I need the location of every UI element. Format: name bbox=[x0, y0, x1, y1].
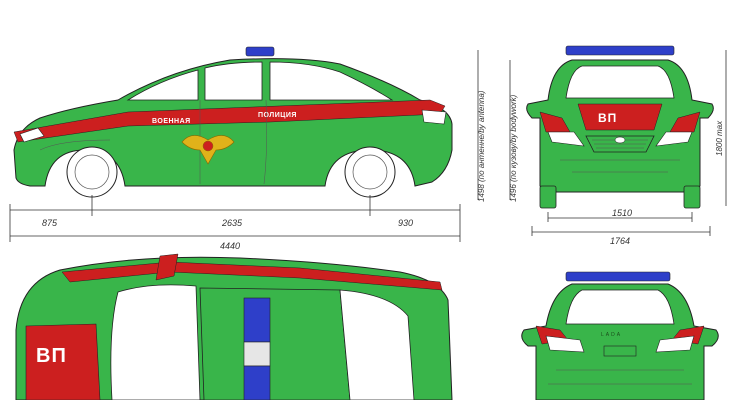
top-roof bbox=[199, 287, 351, 401]
side-window-front bbox=[126, 69, 199, 101]
side-text-policiya: ПОЛИЦИЯ bbox=[258, 112, 297, 119]
top-badge: ВП bbox=[36, 345, 67, 367]
front-tire-left bbox=[539, 185, 557, 209]
rear-view: LADA bbox=[521, 271, 719, 401]
rear-brand-text: LADA bbox=[601, 332, 622, 338]
dim-length: 4440 bbox=[220, 241, 240, 251]
front-beacon bbox=[565, 45, 675, 56]
side-view: ВОЕННАЯ ПОЛИЦИЯ bbox=[13, 46, 453, 198]
dim-front-overhang: 875 bbox=[42, 218, 58, 228]
front-headlight-right bbox=[655, 131, 693, 147]
rear-beacon bbox=[565, 271, 671, 282]
side-headlight bbox=[19, 127, 45, 143]
side-window-middle bbox=[204, 61, 263, 101]
rear-bumper-lines bbox=[548, 369, 692, 385]
rear-taillight-left bbox=[545, 335, 585, 353]
front-bumper-lines bbox=[560, 159, 680, 173]
side-wheel-rear bbox=[344, 146, 396, 198]
dim-track: 1510 bbox=[612, 208, 632, 218]
side-text-voennaya: ВОЕННАЯ bbox=[152, 118, 191, 125]
front-badge: ВП bbox=[598, 111, 617, 125]
dim-height-body: 1496 (по кузову/by bodywork) bbox=[509, 94, 518, 202]
top-mirror-stripe bbox=[155, 253, 179, 281]
dim-height-max: 1800 max bbox=[715, 120, 724, 156]
eagle-emblem-icon bbox=[181, 135, 235, 165]
front-logo-icon bbox=[614, 136, 626, 144]
rear-taillight-right bbox=[655, 335, 695, 353]
side-body-line bbox=[39, 139, 111, 151]
side-wheel-front bbox=[66, 146, 118, 198]
top-beacon bbox=[243, 297, 271, 401]
dim-height-antenna: 1498 (по антенне/by antenna) bbox=[477, 90, 486, 202]
rear-plate-recess bbox=[603, 345, 637, 357]
side-window-rear bbox=[269, 61, 394, 101]
front-view: ВП bbox=[526, 45, 714, 209]
top-view: ВП bbox=[15, 253, 453, 401]
front-headlight-left bbox=[547, 131, 585, 147]
dim-width: 1764 bbox=[610, 236, 630, 246]
front-tire-right bbox=[683, 185, 701, 209]
side-beacon bbox=[245, 46, 275, 57]
dim-wheelbase: 2635 bbox=[221, 218, 243, 228]
side-dimensions: 875 2635 930 4440 1498 (по антенне/by an… bbox=[9, 50, 518, 251]
top-stripe bbox=[61, 261, 443, 291]
front-dimensions: 1510 1764 1800 max bbox=[531, 50, 727, 246]
rear-window bbox=[565, 289, 675, 325]
dim-rear-overhang: 930 bbox=[398, 218, 413, 228]
top-rear-window bbox=[339, 289, 415, 401]
top-windshield bbox=[110, 284, 201, 401]
front-windshield bbox=[565, 65, 675, 99]
side-taillight bbox=[421, 109, 447, 125]
front-hood-stripe bbox=[577, 103, 663, 131]
